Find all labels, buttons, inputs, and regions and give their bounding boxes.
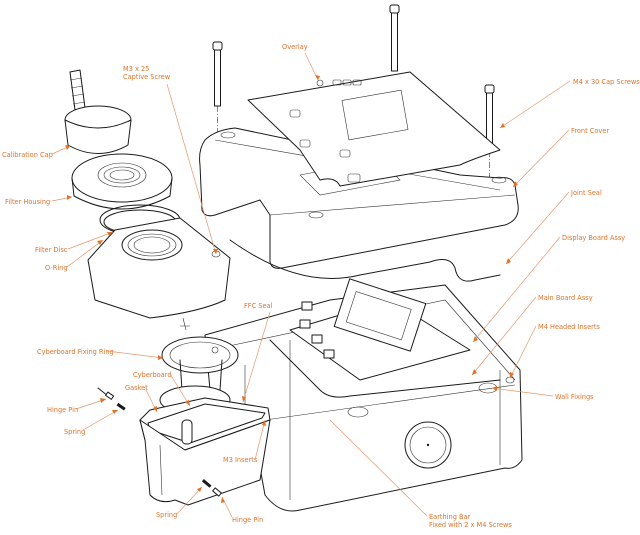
main-board (289, 278, 471, 381)
callout-filter-housing: Filter Housing (5, 195, 73, 206)
cap-screw-3 (484, 84, 495, 178)
label-spring-bottom: Spring (156, 511, 177, 519)
label-filter-housing: Filter Housing (5, 198, 50, 206)
callout-hinge-pin-left: Hinge Pin (47, 398, 107, 414)
callout-cyberboard-fixing-ring: Cyberboard Fixing Ring (37, 348, 164, 360)
joint-seal (229, 239, 501, 398)
label-earthing-bar-line2: Fixed with 2 x M4 Screws (429, 521, 512, 529)
label-wall-fixings: Wall Fixings (555, 393, 594, 401)
filter-mount (87, 217, 231, 331)
label-filter-disc: Filter Disc (35, 246, 68, 254)
label-m4-cap-screws: M4 x 30 Cap Screws (573, 78, 640, 86)
callout-m4-headed-inserts: M4 Headed Inserts (509, 323, 600, 379)
label-earthing-bar-line1: Earthing Bar (429, 513, 471, 521)
callout-m4-cap-screws: M4 x 30 Cap Screws (499, 78, 640, 129)
callout-cyberboard: Cyberboard (133, 371, 191, 407)
callout-front-cover: Front Cover (512, 127, 609, 188)
label-main-board-assy: Main Board Assy (538, 294, 593, 302)
label-m3-captive-screw-line2: Captive Screw (123, 73, 171, 81)
label-o-ring: O-Ring (45, 264, 68, 272)
label-cyberboard-fixing-ring: Cyberboard Fixing Ring (37, 348, 114, 356)
label-hinge-pin-left: Hinge Pin (47, 406, 78, 414)
callout-filter-disc: Filter Disc (35, 231, 114, 254)
label-joint-seal: Joint Seal (570, 189, 602, 197)
cap-screw-2 (389, 4, 400, 72)
label-gasket: Gasket (125, 384, 148, 392)
label-spring-left: Spring (64, 428, 85, 436)
label-calibration-cap: Calibration Cap (2, 151, 53, 159)
label-cyberboard: Cyberboard (133, 371, 172, 379)
label-hinge-pin-bottom: Hinge Pin (232, 516, 263, 524)
callout-display-board-assy: Display Board Assy (472, 234, 625, 343)
callouts: Overlay M3 x 25 Captive Screw M4 x 30 Ca… (2, 43, 640, 529)
callout-gasket: Gasket (125, 384, 158, 413)
label-display-board-assy: Display Board Assy (562, 234, 625, 242)
callout-spring-left: Spring (64, 409, 119, 436)
callout-joint-seal: Joint Seal (505, 189, 602, 265)
spring-bottom (201, 479, 212, 488)
label-ffc-seal: FFC Seal (244, 302, 273, 310)
callout-o-ring: O-Ring (45, 239, 104, 272)
spring-left (116, 402, 126, 411)
callout-m3-captive-screw: M3 x 25 Captive Screw (123, 65, 218, 255)
overlay (247, 71, 501, 187)
filter-housing (71, 153, 173, 210)
callout-calibration-cap: Calibration Cap (2, 145, 71, 159)
label-front-cover: Front Cover (571, 127, 609, 135)
callout-wall-fixings: Wall Fixings (491, 386, 594, 401)
label-m3-captive-screw-line1: M3 x 25 (123, 65, 149, 73)
label-m4-headed-inserts: M4 Headed Inserts (538, 323, 600, 331)
parts (64, 4, 523, 512)
callout-spring-bottom: Spring (156, 486, 203, 519)
label-m3-inserts: M3 Inserts (223, 456, 258, 464)
callout-hinge-pin-bottom: Hinge Pin (221, 496, 263, 524)
callout-main-board-assy: Main Board Assy (471, 294, 593, 376)
calibration-cap (64, 69, 132, 154)
label-overlay: Overlay (282, 43, 308, 51)
hinge-pin-left (97, 387, 115, 400)
lower-housing (139, 397, 271, 506)
cap-screw-1 (212, 41, 223, 135)
callout-ffc-seal: FFC Seal (242, 302, 273, 403)
hinge-pin-bottom (212, 487, 222, 497)
callout-earthing-bar: Earthing Bar Fixed with 2 x M4 Screws (329, 419, 512, 529)
callout-overlay: Overlay (282, 43, 320, 81)
callout-m3-inserts: M3 Inserts (223, 419, 266, 464)
